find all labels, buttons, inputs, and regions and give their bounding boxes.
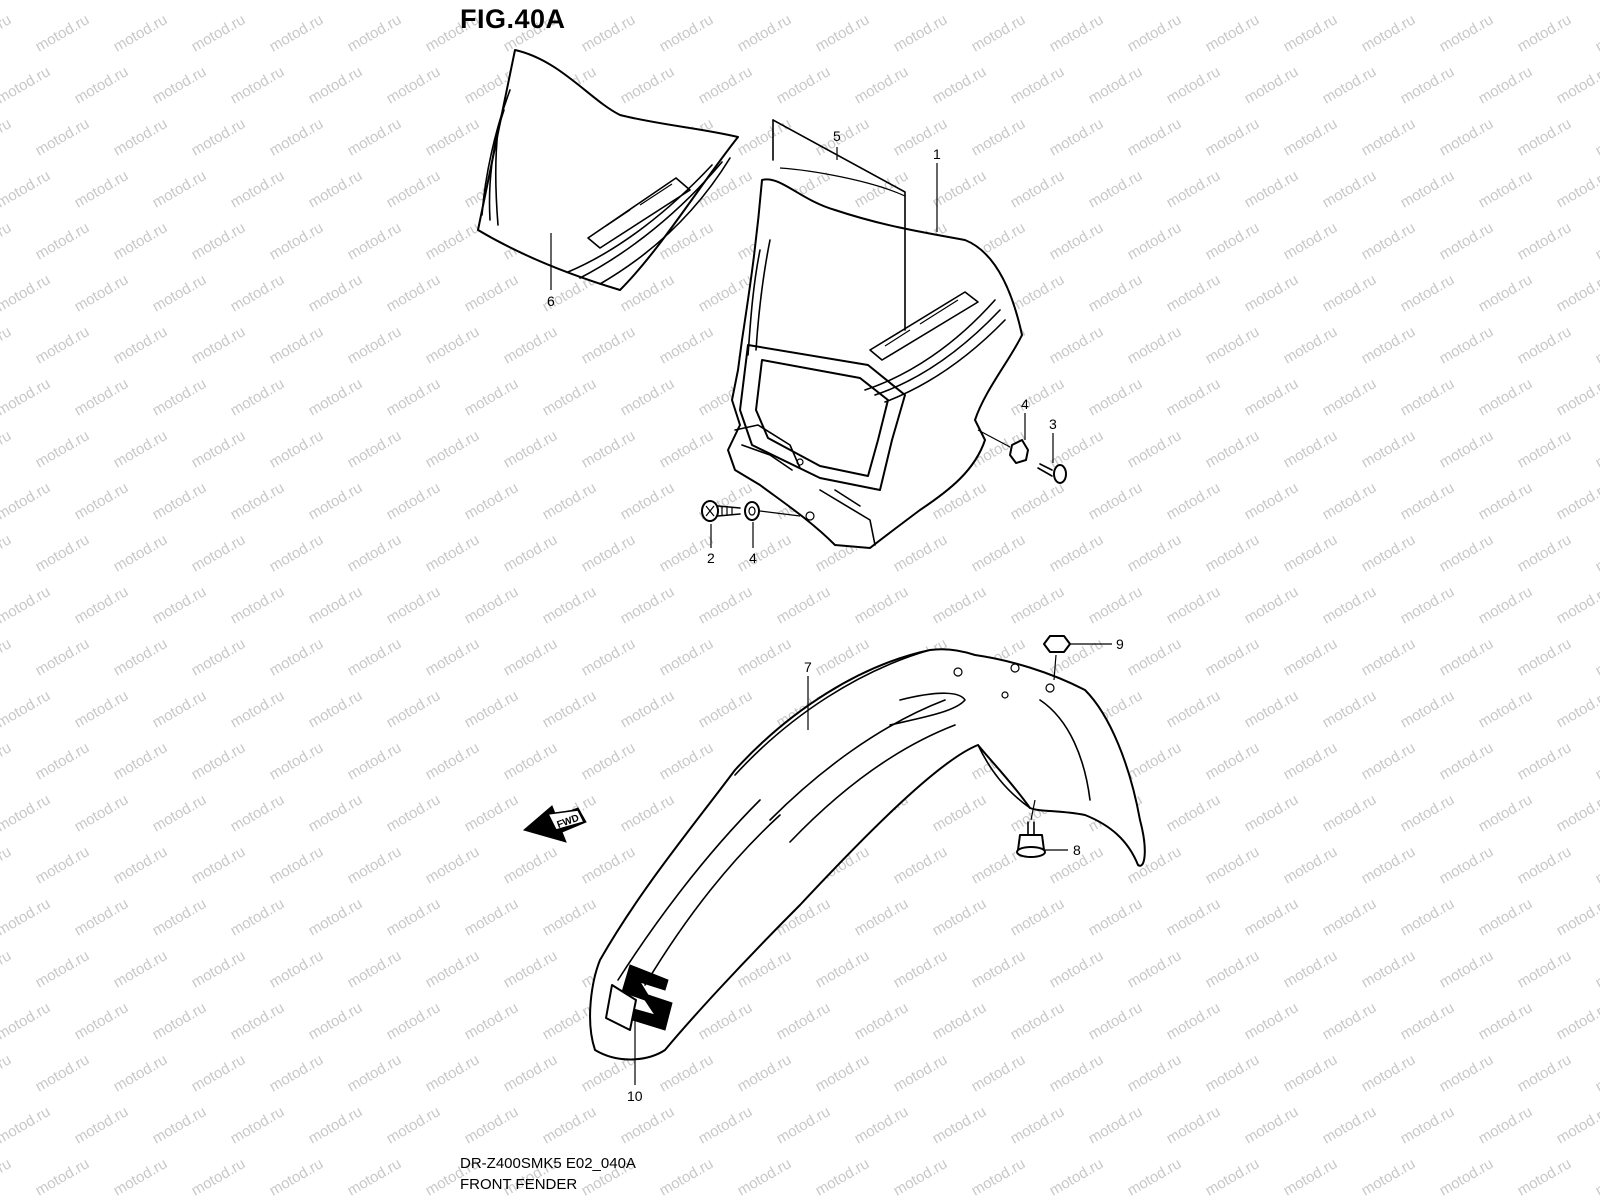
visor-part-6 (477, 49, 739, 291)
callout-2: 2 (707, 550, 715, 566)
callout-leaders (550, 147, 1112, 1085)
callout-6: 6 (547, 293, 555, 309)
callout-9: 9 (1116, 636, 1124, 652)
figure-caption: FRONT FENDER (460, 1176, 578, 1193)
model-code: DR-Z400SMK5 E02_040A (460, 1155, 636, 1172)
clip-nut-part-9 (1043, 635, 1071, 681)
callout-4b: 4 (1021, 396, 1029, 412)
front-fender-part-7 (589, 648, 1146, 1061)
flange-bolt-part-8 (1016, 799, 1046, 858)
callout-3: 3 (1049, 416, 1057, 432)
grommet-part-4b (977, 429, 1029, 464)
callout-10: 10 (627, 1088, 643, 1104)
headlight-cowl-part-1 (727, 178, 1023, 549)
bolt-part-3 (1037, 463, 1067, 484)
callout-5: 5 (833, 128, 841, 144)
callout-4a: 4 (749, 550, 757, 566)
callout-1: 1 (933, 146, 941, 162)
figure-title: FIG.40A (460, 4, 566, 34)
forward-direction-arrow: FWD (522, 805, 587, 843)
fender-emblem-part-10 (605, 964, 673, 1031)
callout-8: 8 (1073, 842, 1081, 858)
grommet-part-4a (744, 501, 801, 521)
headlight-lens-part-5 (772, 119, 906, 331)
callout-7: 7 (804, 659, 812, 675)
bolt-part-2 (701, 500, 741, 522)
